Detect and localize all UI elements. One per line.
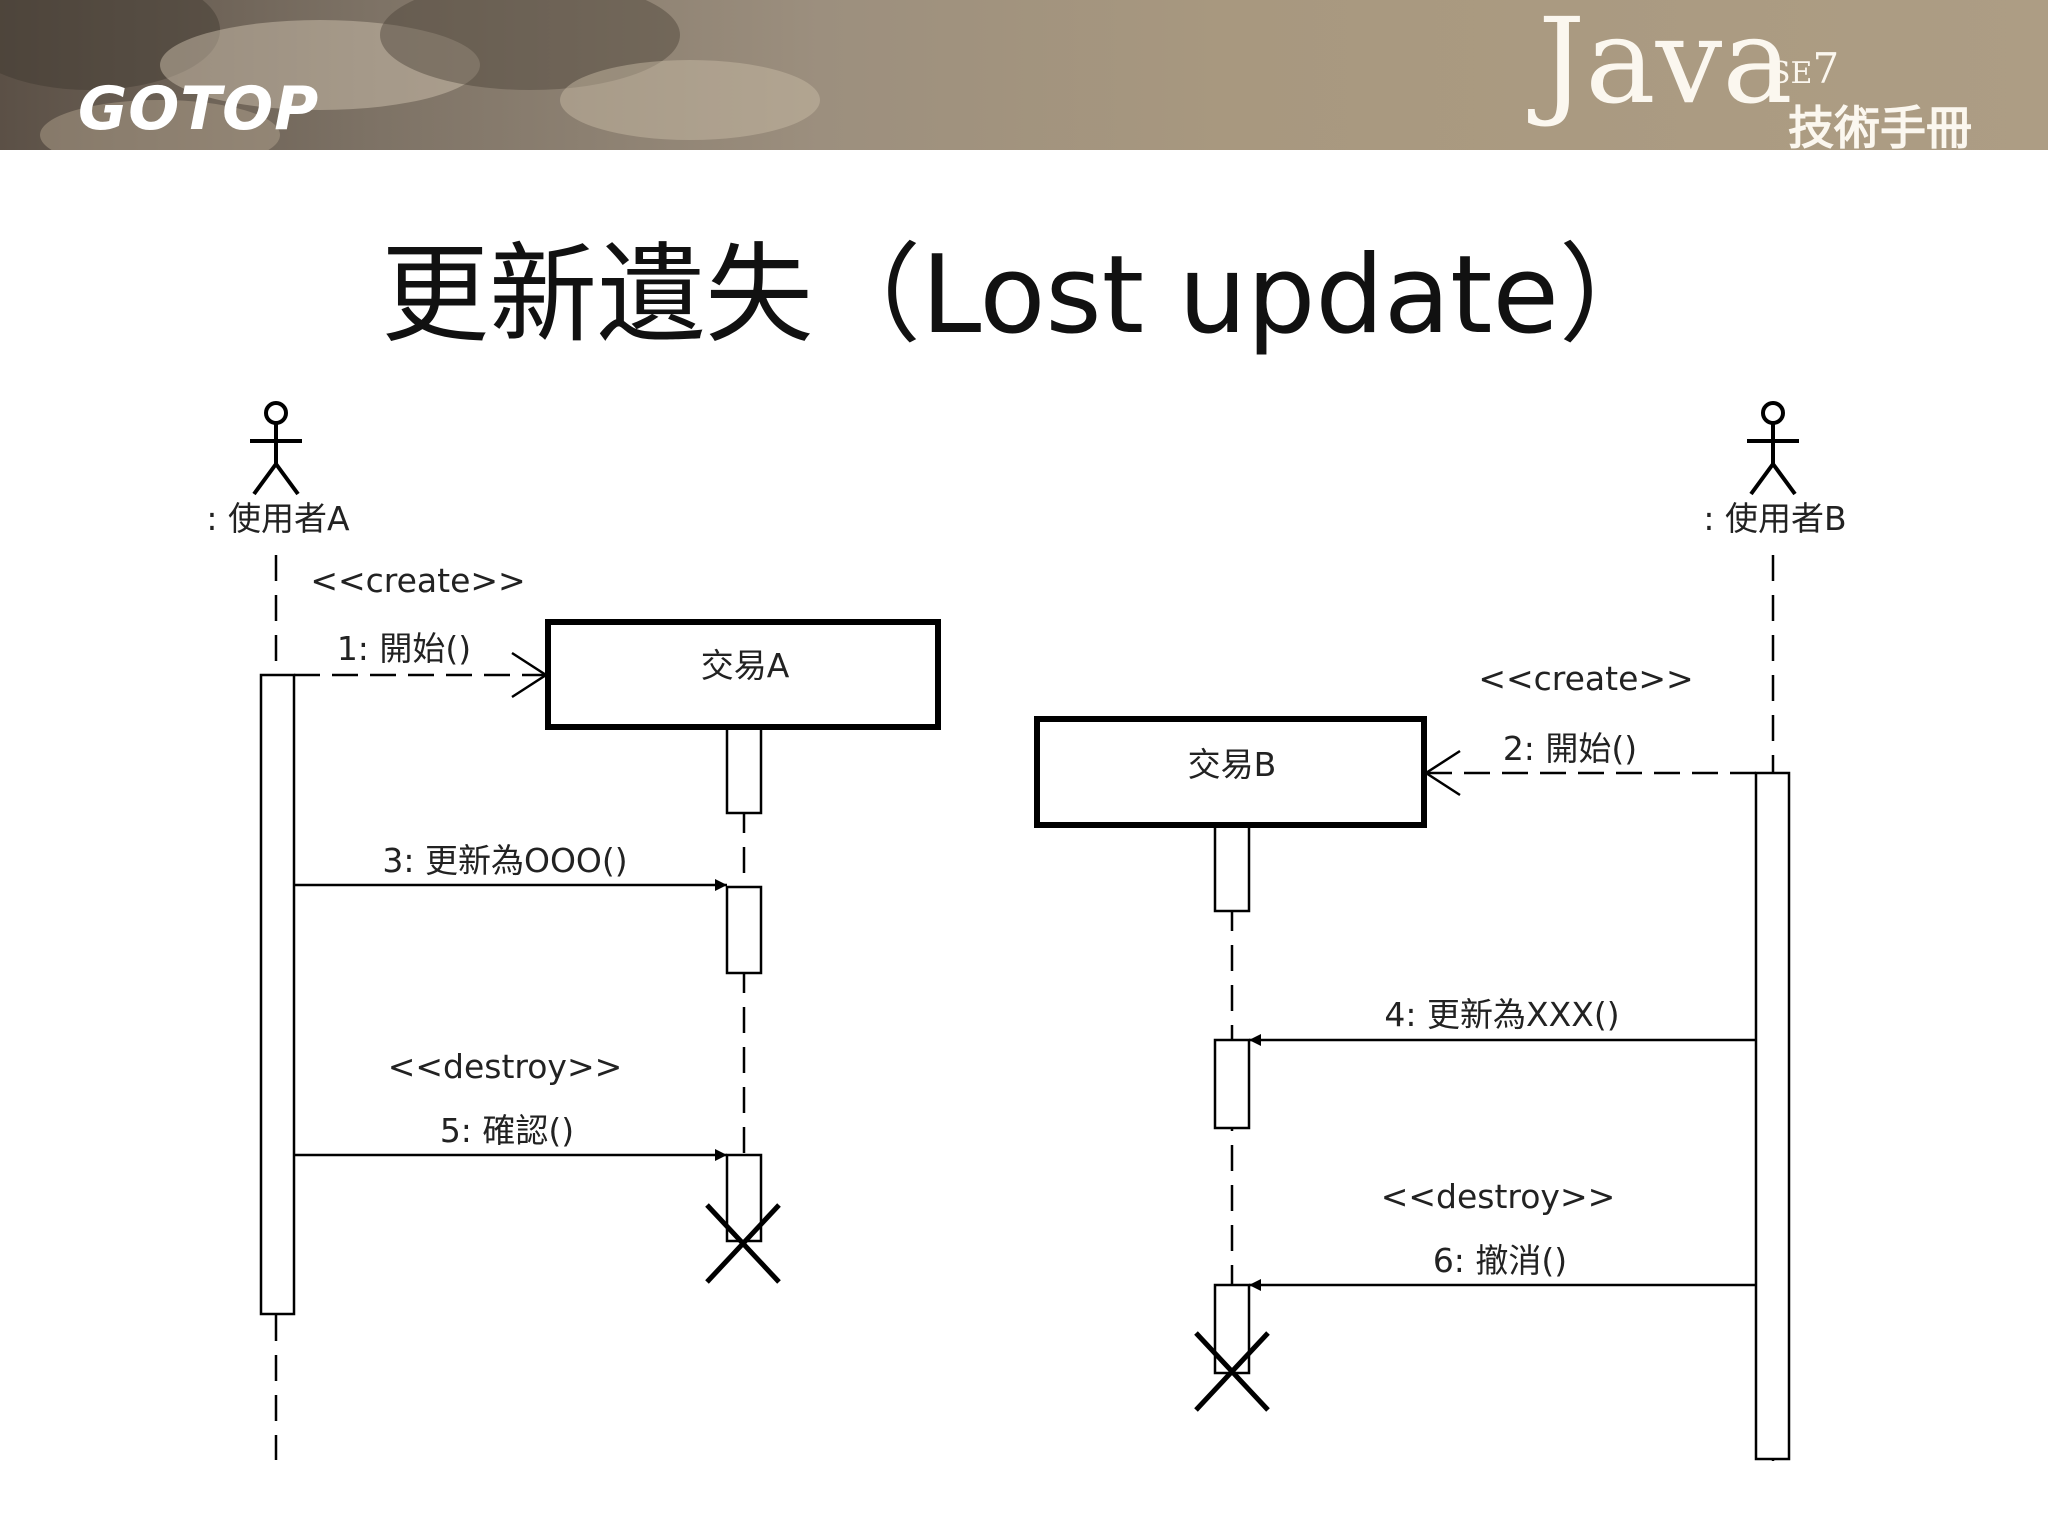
book-subtitle: 技術手冊 — [1788, 101, 1972, 150]
java-book-logo: Java — [1538, 0, 1793, 130]
message-2-label: 2: 開始() — [1503, 729, 1637, 768]
slide-header-banner: GOTOP Java SE7 技術手冊 — [0, 0, 2048, 150]
actor-a-figure-icon — [250, 401, 302, 496]
message-1-stereotype: <<create>> — [310, 561, 525, 600]
transaction-a-label: 交易A — [701, 646, 790, 685]
message-5-stereotype: <<destroy>> — [388, 1047, 623, 1086]
transaction-b-label: 交易B — [1188, 745, 1277, 784]
gotop-logo: GOTOP — [78, 74, 320, 144]
activation-bar — [1213, 1038, 1251, 1130]
message-4-label: 4: 更新為XXX() — [1384, 995, 1619, 1034]
activation-bar — [1754, 771, 1791, 1461]
activation-bar — [725, 885, 763, 975]
activation-bar — [725, 725, 763, 815]
message-1-arrow — [294, 651, 549, 699]
transaction-b-destroy-icon — [1194, 1331, 1270, 1412]
transaction-b-box — [1034, 716, 1427, 828]
activation-bar — [259, 673, 296, 1316]
activation-bar — [1213, 823, 1251, 913]
actor-b-label: : 使用者B — [1703, 499, 1846, 538]
message-2-stereotype: <<create>> — [1478, 659, 1693, 698]
message-6-stereotype: <<destroy>> — [1381, 1177, 1616, 1216]
java-version-mark: SE7 — [1770, 44, 1840, 93]
actor-a-label: : 使用者A — [206, 499, 350, 538]
transaction-a-destroy-icon — [705, 1203, 781, 1284]
message-6-label: 6: 撤消() — [1433, 1241, 1567, 1280]
actor-b-figure-icon — [1747, 401, 1799, 496]
message-3-label: 3: 更新為OOO() — [382, 841, 627, 880]
message-1-label: 1: 開始() — [337, 629, 471, 668]
slide-title: 更新遺失（Lost update） — [381, 233, 1667, 358]
message-2-arrow — [1423, 749, 1756, 797]
message-5-label: 5: 確認() — [440, 1111, 574, 1150]
transaction-a-box — [545, 619, 941, 730]
